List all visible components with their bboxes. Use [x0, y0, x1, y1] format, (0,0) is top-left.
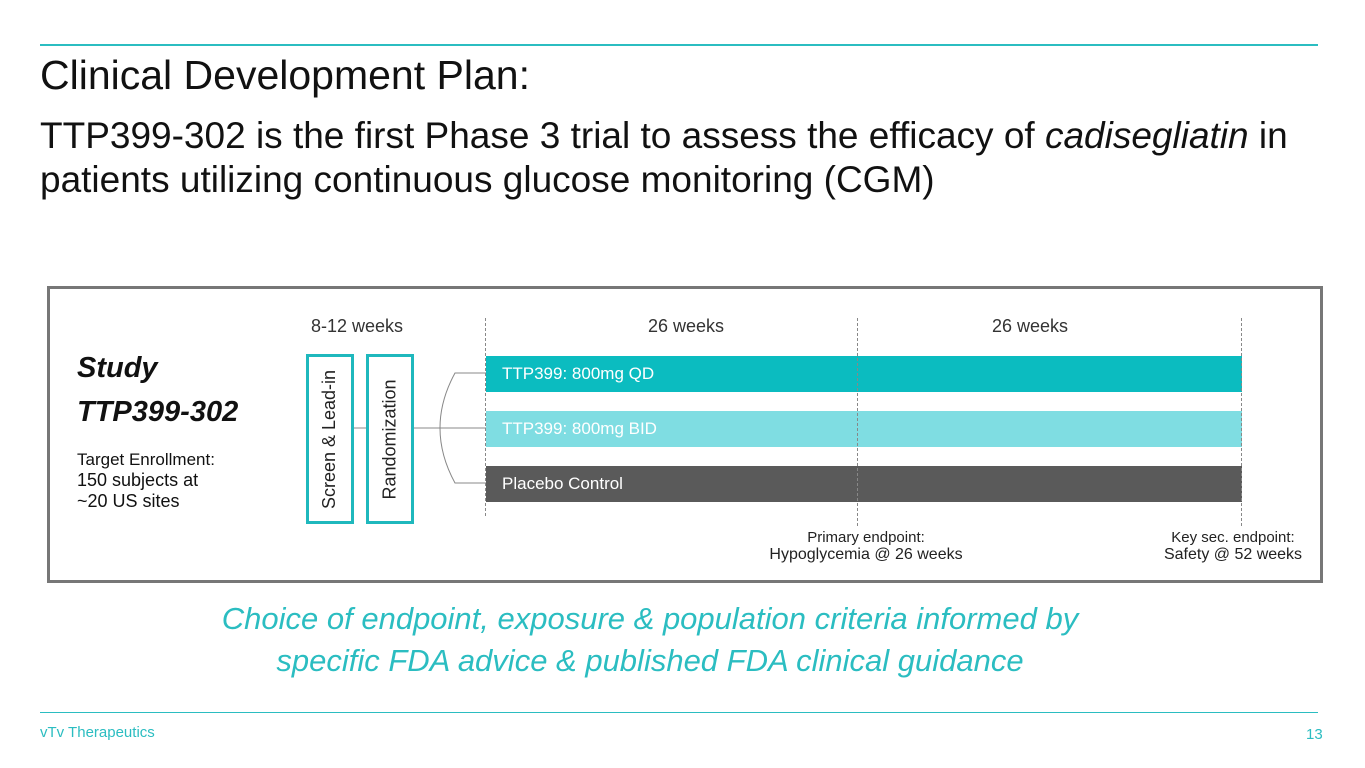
endpoint-value: Hypoglycemia @ 26 weeks [769, 546, 963, 563]
timeline-divider [485, 318, 486, 516]
endpoint-title: Key sec. endpoint: [1171, 529, 1295, 546]
study-diagram [47, 286, 1323, 583]
stage-label: Screen & Lead-in [319, 369, 340, 509]
primary-endpoint: Primary endpoint: Hypoglycemia @ 26 week… [769, 529, 962, 563]
tagline: Choice of endpoint, exposure & populatio… [0, 598, 1300, 682]
page-number: 13 [1306, 726, 1323, 743]
tagline-line: Choice of endpoint, exposure & populatio… [221, 601, 1079, 636]
timeline-divider [1241, 318, 1242, 526]
study-name: Study TTP399-302 [77, 346, 238, 434]
study-label: Study [77, 352, 158, 384]
stage-label: Randomization [379, 378, 400, 500]
timeline-divider [857, 318, 858, 526]
stage-screen-lead-in: Screen & Lead-in [306, 354, 354, 524]
stage-randomization: Randomization [366, 354, 414, 524]
subtitle-drug: cadisegliatin [1044, 115, 1249, 156]
study-id: TTP399-302 [77, 396, 239, 428]
endpoint-title: Primary endpoint: [807, 529, 925, 546]
footer-company: vTv Therapeutics [40, 724, 155, 741]
period-first-26: 26 weeks [647, 316, 725, 336]
subtitle-text: TTP399-302 is the first Phase 3 trial to… [40, 115, 1045, 156]
tagline-line: specific FDA advice & published FDA clin… [276, 643, 1024, 678]
secondary-endpoint: Key sec. endpoint: Safety @ 52 weeks [1164, 529, 1302, 563]
top-rule [40, 44, 1318, 46]
arm-bid: TTP399: 800mg BID [486, 411, 1242, 447]
period-second-26: 26 weeks [991, 316, 1069, 336]
slide-title: Clinical Development Plan: [40, 52, 530, 98]
enroll-label: Target Enrollment: [77, 450, 215, 469]
arm-placebo: Placebo Control [486, 466, 1242, 502]
bottom-rule [40, 712, 1318, 713]
enroll-subjects: 150 subjects at [77, 470, 199, 490]
slide-subtitle: TTP399-302 is the first Phase 3 trial to… [40, 114, 1330, 202]
enrollment: Target Enrollment: 150 subjects at ~20 U… [77, 449, 215, 512]
arm-qd: TTP399: 800mg QD [486, 356, 1242, 392]
enroll-sites: ~20 US sites [77, 491, 180, 511]
period-screening: 8-12 weeks [310, 316, 404, 336]
subtitle-text-end: in patients utilizing continuous glucose… [40, 115, 1288, 200]
endpoint-value: Safety @ 52 weeks [1163, 546, 1303, 563]
